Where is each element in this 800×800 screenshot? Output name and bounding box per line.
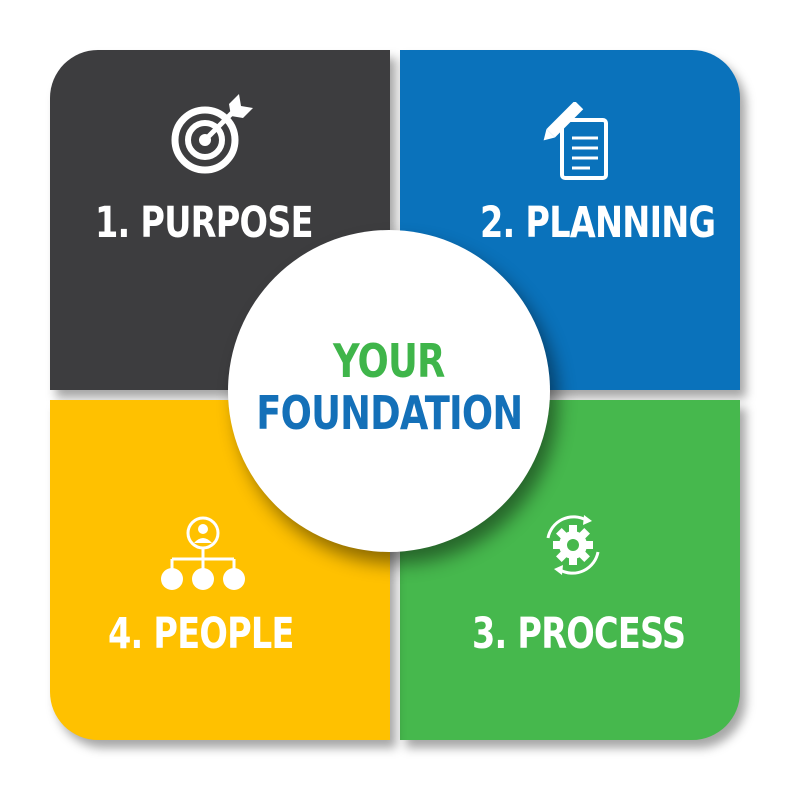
org-chart-person-icon (161, 516, 245, 590)
center-title-line1: YOUR (333, 334, 445, 388)
quadrant-label-purpose: 1. PURPOSE (95, 198, 314, 248)
gear-cycle-icon (546, 515, 600, 575)
center-title-line2: FOUNDATION (255, 386, 523, 440)
quadrant-purpose: 1. PURPOSE (50, 50, 390, 390)
target-arrow-icon (171, 94, 253, 174)
quadrant-label-process: 3. PROCESS (472, 609, 686, 659)
clipboard-pencil-icon (543, 102, 608, 180)
quadrant-label-people: 4. PEOPLE (108, 609, 294, 659)
center-circle: YOUR FOUNDATION (228, 230, 550, 552)
quadrant-label-planning: 2. PLANNING (480, 198, 716, 248)
